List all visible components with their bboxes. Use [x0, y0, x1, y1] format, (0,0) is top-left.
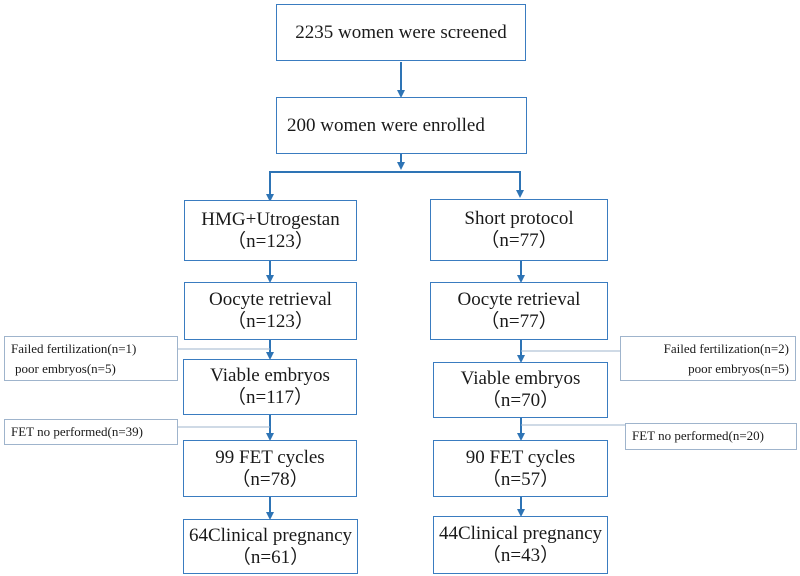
- left-fet-title: 99 FET cycles: [215, 446, 325, 468]
- left-excl-fet: FET no performed(n=39): [11, 424, 144, 439]
- left-exclusion-fet: FET no performed(n=39): [4, 419, 178, 445]
- left-retrieval-title: Oocyte retrieval: [209, 289, 332, 310]
- box-left-pregnancy: 64Clinical pregnancy （n=61）: [183, 519, 358, 574]
- right-embryos-n: （n=70）: [481, 390, 560, 411]
- box-right-embryos: Viable embryos （n=70）: [433, 362, 608, 418]
- box-right-retrieval: Oocyte retrieval （n=77）: [430, 282, 608, 340]
- left-excl-poor: poor embryos(n=5): [15, 361, 116, 376]
- left-group-n: （n=123）: [227, 230, 314, 252]
- right-preg-n: （n=43）: [481, 545, 560, 566]
- box-left-embryos: Viable embryos （n=117）: [183, 359, 357, 415]
- left-retrieval-n: （n=123）: [227, 311, 314, 332]
- right-exclusion-fet: FET no performed(n=20): [625, 423, 797, 450]
- box-right-group: Short protocol （n=77）: [430, 199, 608, 261]
- split-line: [269, 171, 524, 198]
- box-left-group: HMG+Utrogestan （n=123）: [184, 200, 357, 261]
- right-retrieval-title: Oocyte retrieval: [457, 289, 581, 310]
- right-fet-n: （n=57）: [481, 468, 560, 490]
- left-preg-title: 64Clinical pregnancy: [188, 524, 353, 546]
- box-enrolled: 200 women were enrolled: [276, 97, 527, 154]
- left-embryos-n: （n=117）: [226, 387, 313, 408]
- left-embryos-title: Viable embryos: [210, 365, 330, 386]
- box-right-pregnancy: 44Clinical pregnancy （n=43）: [433, 516, 608, 574]
- box-left-fet: 99 FET cycles （n=78）: [183, 440, 357, 497]
- right-group-n: （n=77）: [480, 230, 558, 251]
- left-preg-n: （n=61）: [231, 546, 310, 568]
- right-excl-poor: poor embryos(n=5): [688, 361, 789, 376]
- screened-label: 2235 women were screened: [295, 22, 507, 43]
- left-group-title: HMG+Utrogestan: [201, 208, 340, 230]
- right-excl-failed: Failed fertilization(n=2): [663, 341, 789, 356]
- left-excl-failed: Failed fertilization(n=1): [11, 341, 137, 356]
- left-exclusion-fertilization: Failed fertilization(n=1) poor embryos(n…: [4, 336, 178, 381]
- box-screened: 2235 women were screened: [276, 4, 526, 61]
- right-preg-title: 44Clinical pregnancy: [438, 523, 603, 544]
- enrolled-label: 200 women were enrolled: [287, 115, 485, 136]
- left-fet-n: （n=78）: [231, 468, 309, 490]
- right-retrieval-n: （n=77）: [480, 311, 558, 332]
- right-fet-title: 90 FET cycles: [465, 446, 576, 468]
- right-excl-fet: FET no performed(n=20): [632, 428, 765, 443]
- box-right-fet: 90 FET cycles （n=57）: [433, 440, 608, 497]
- right-embryos-title: Viable embryos: [460, 368, 581, 389]
- right-group-title: Short protocol: [464, 208, 574, 229]
- right-exclusion-fertilization: Failed fertilization(n=2) poor embryos(n…: [620, 336, 796, 381]
- box-left-retrieval: Oocyte retrieval （n=123）: [184, 282, 357, 340]
